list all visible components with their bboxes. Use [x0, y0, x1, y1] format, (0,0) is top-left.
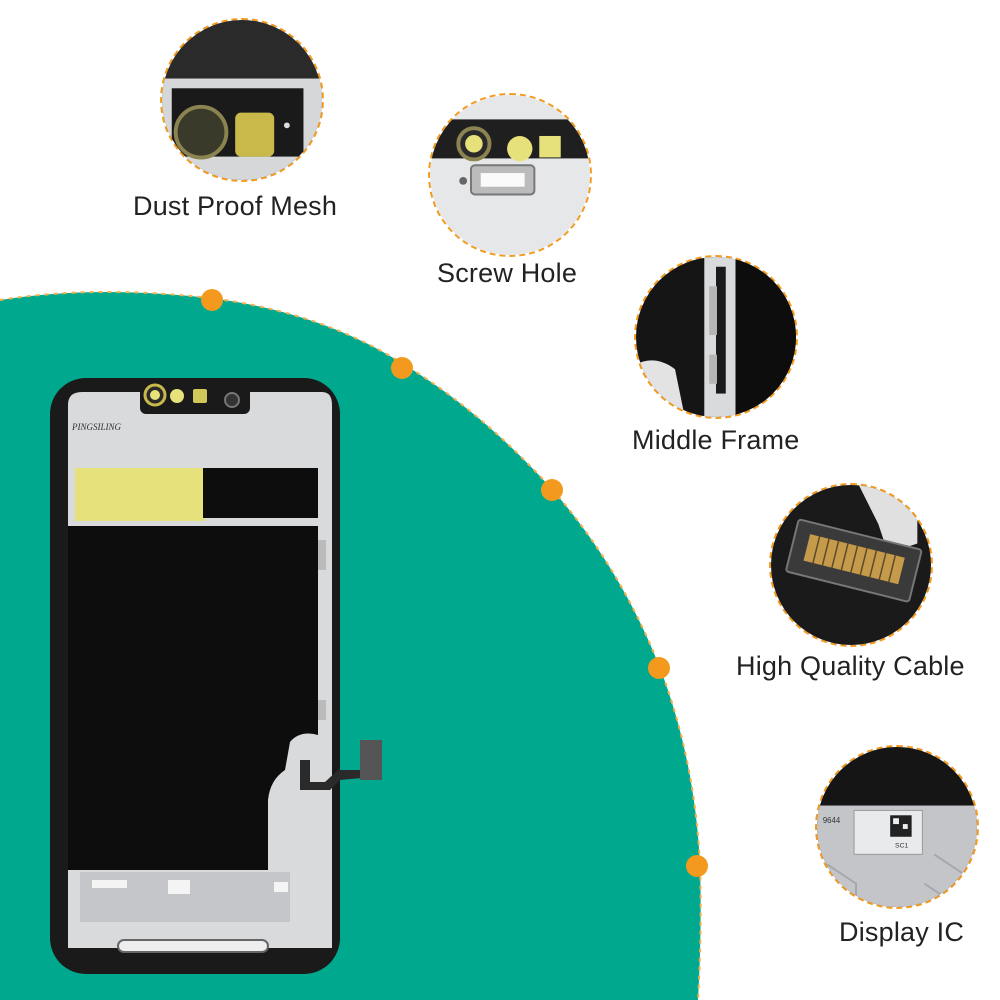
bottom-label-2 [168, 880, 190, 894]
middle-frame-label: Middle Frame [632, 425, 800, 455]
high-quality-cable-image [771, 485, 931, 645]
sensor-pad [193, 389, 207, 403]
orange-node-1 [201, 289, 223, 311]
screw-hole-image [430, 95, 590, 255]
side-clip-2 [318, 700, 326, 720]
black-panel-main [68, 526, 318, 870]
chip-code-text: 9644 [823, 816, 841, 825]
dust-proof-mesh-image [162, 20, 322, 180]
display-ic-circle: 9644 SC1 [815, 745, 979, 909]
display-ic-label: Display IC [839, 917, 965, 947]
front-camera [224, 392, 240, 408]
orange-node-5 [686, 855, 708, 877]
screw-hole-circle [428, 93, 592, 257]
orange-node-4 [648, 657, 670, 679]
screw-hole-label: Screw Hole [437, 258, 578, 288]
orange-node-2 [391, 357, 413, 379]
dust-proof-mesh-label: Dust Proof Mesh [133, 191, 338, 221]
black-panel-top [203, 468, 318, 518]
bottom-slot [117, 939, 269, 953]
bottom-board [80, 872, 290, 922]
chip-mark-text: SC1 [895, 842, 908, 849]
high-quality-cable-label: High Quality Cable [736, 651, 965, 681]
flex-connector [360, 740, 382, 780]
camera-lens-yellow [150, 390, 160, 400]
sensor-yellow [170, 389, 184, 403]
high-quality-cable-circle [769, 483, 933, 647]
side-clip-1 [318, 540, 326, 570]
middle-frame-circle [634, 255, 798, 419]
orange-node-3 [541, 479, 563, 501]
dust-proof-mesh-circle [160, 18, 324, 182]
display-ic-image: 9644 SC1 [817, 747, 977, 907]
middle-frame-image [636, 257, 796, 417]
bottom-label-3 [274, 882, 288, 892]
bottom-edge [68, 955, 332, 961]
yellow-tape [75, 468, 205, 521]
brand-text: PINGSILING [71, 422, 121, 432]
bottom-label-1 [92, 880, 127, 888]
